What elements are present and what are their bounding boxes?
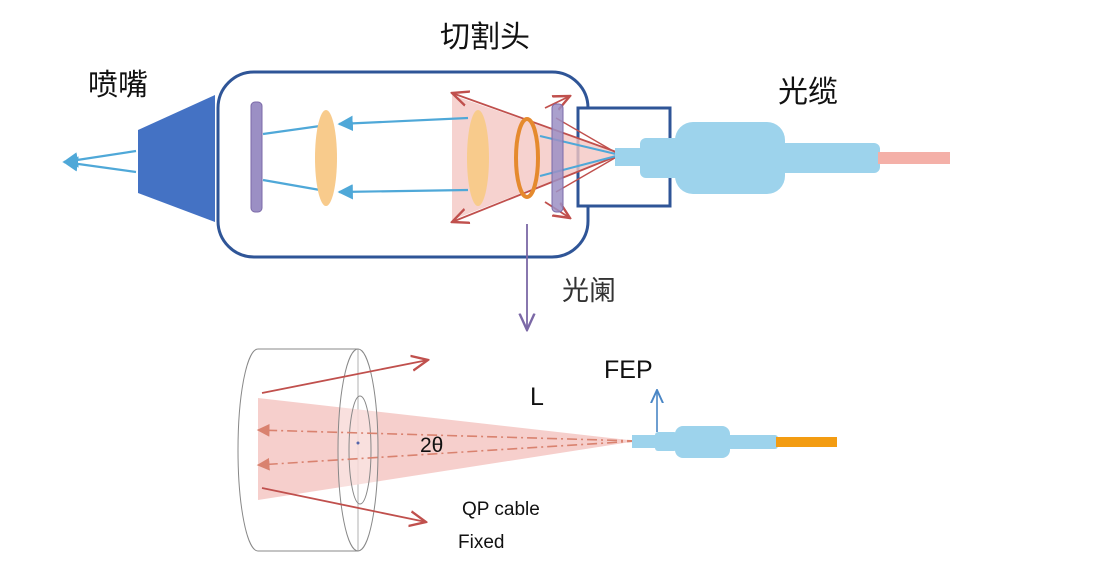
cylinder-front-face (337, 348, 379, 552)
cutting-head-label: 切割头 (440, 20, 530, 55)
cone-inner-lower (555, 154, 621, 193)
length-label: L (530, 383, 544, 411)
qp-ray-lower (256, 440, 638, 471)
cylinder-center-dot (356, 441, 360, 445)
qp-ray-upper (256, 423, 638, 442)
collimating-lens (467, 110, 489, 206)
beam-ray-lower-2 (262, 178, 321, 192)
connector-neck (640, 138, 685, 178)
cone-edge-lower (452, 153, 623, 222)
beam-ray-upper-2 (262, 124, 321, 136)
cone-inner-upper (555, 117, 621, 156)
cone-edge-upper (452, 93, 623, 155)
angle-label: 2θ (420, 434, 443, 457)
qp-reflect-lower (261, 487, 426, 522)
qp-connector-neck (655, 432, 677, 451)
cable-sleeve (775, 143, 880, 173)
nozzle-output-ray-upper (62, 149, 137, 168)
protective-window (250, 101, 263, 213)
beam-ray-upper-1 (337, 115, 469, 132)
qp-fiber-cable (776, 437, 837, 447)
qp-connector-body (675, 426, 730, 458)
nozzle (138, 95, 215, 222)
qp-cable-label: QP cable (462, 499, 540, 520)
qp-connector-tip (632, 435, 660, 448)
connector-body (675, 122, 785, 194)
qp-reflect-upper (261, 360, 428, 394)
cylinder-inner-hole (348, 395, 372, 505)
nozzle-output-ray-lower (62, 156, 137, 174)
cone-outer-upper (544, 96, 570, 108)
qp-cable-sleeve (726, 435, 778, 449)
aperture-ring (514, 117, 540, 199)
beam-ray-lower-1 (337, 184, 469, 200)
entry-window (551, 103, 564, 213)
fep-label: FEP (604, 356, 653, 384)
cutting-head-group (62, 70, 950, 259)
connector-tip (615, 148, 645, 166)
nozzle-label: 喷嘴 (88, 68, 148, 103)
qp-divergence-cone (258, 398, 637, 500)
qp-cable-detail-group (237, 348, 837, 552)
cable-label: 光缆 (778, 75, 838, 110)
fiber-cable-top (878, 152, 950, 164)
aperture-label: 光阑 (562, 276, 616, 307)
focus-lens (315, 110, 337, 206)
fixed-label: Fixed (458, 532, 504, 553)
